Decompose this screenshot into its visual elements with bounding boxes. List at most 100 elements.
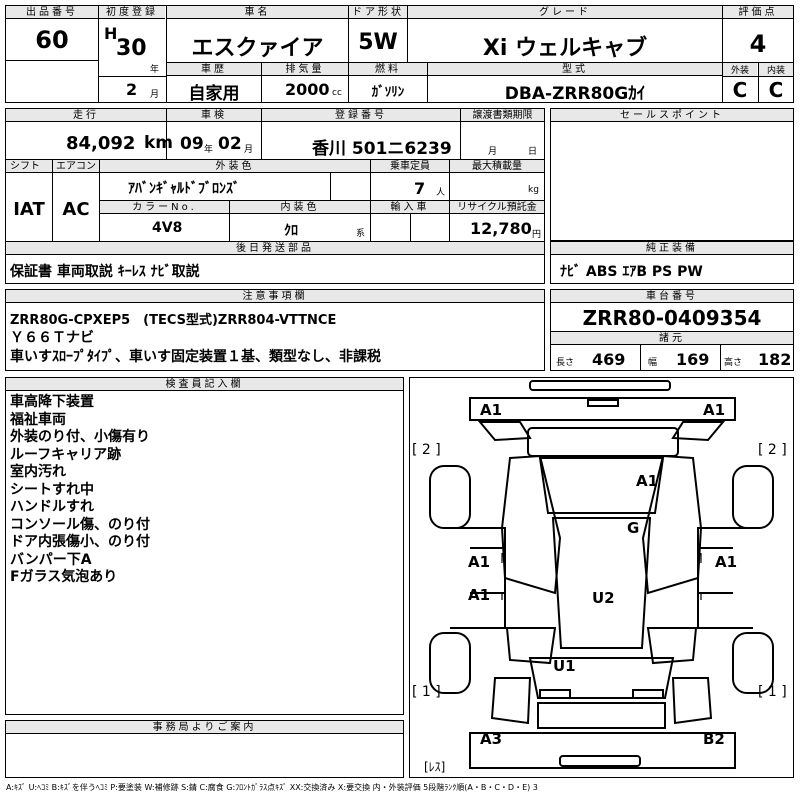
chassis-box xyxy=(550,289,794,371)
color-no-label: カラーNo. xyxy=(100,201,229,214)
mark-a1-hood: A1 xyxy=(636,472,659,490)
max-load-label: 最大積載量 xyxy=(450,160,544,173)
inspector-list: 車高降下装置 福祉車両 外装のり付、小傷有り ルーフキャリア跡 室内汚れ シート… xyxy=(10,394,150,587)
reg-month: 2 xyxy=(126,80,138,99)
genuine-label: 純正装備 xyxy=(551,242,793,255)
score-label: 評価点 xyxy=(723,6,793,19)
mark-bracket-right-1: [ 1 ] xyxy=(758,684,787,700)
capacity-value: 7 xyxy=(414,179,426,198)
mileage-label: 走行 xyxy=(6,109,166,122)
mark-bracket-left-2: [ 2 ] xyxy=(412,442,441,458)
transfer-month-unit: 月 xyxy=(488,147,498,157)
inspector-item: 外装のり付、小傷有り xyxy=(10,429,150,445)
inspector-item: 福祉車両 xyxy=(10,411,66,428)
notes-label: 注意事項欄 xyxy=(6,290,544,303)
mark-a1-left: A1 xyxy=(468,553,491,571)
inspector-item: コンソール傷、のり付 xyxy=(10,516,150,533)
reg-year-unit: 年 xyxy=(150,65,160,75)
capacity-unit: 人 xyxy=(436,188,446,198)
displacement-label: 排気量 xyxy=(262,63,348,76)
mark-u1-rear: U1 xyxy=(553,657,576,675)
mark-a1-top-left: A1 xyxy=(480,401,503,419)
mark-res: [ﾚｽ] xyxy=(424,760,446,774)
plate-value: 香川 501ニ6239 xyxy=(312,139,452,159)
notes-line3: 車いすｽﾛｰﾌﾟﾀｲﾌﾟ、車いす固定装置１基、類型なし、非課税 xyxy=(10,349,381,365)
mark-bracket-left-1: [ 1 ] xyxy=(412,684,441,700)
interior-label: 内装色 xyxy=(230,201,370,214)
fuel-label: 燃料 xyxy=(349,63,427,76)
displacement-unit: cc xyxy=(332,88,342,98)
later-parts-value: 保証書 車両取説 ｷｰﾚｽ ﾅﾋﾞ取説 xyxy=(10,264,200,280)
inspection-month-unit: 月 xyxy=(244,145,254,155)
notes-line1: ZRR80G-CPXEP5 (TECS型式)ZRR804-VTTNCE xyxy=(10,313,337,328)
car-name: エスクァイア xyxy=(191,36,324,61)
specs-label: 諸元 xyxy=(551,331,793,345)
grade-label: グレード xyxy=(408,6,722,19)
mark-a1-top-right: A1 xyxy=(703,401,726,419)
ext-label: 外装 xyxy=(723,63,757,76)
mark-a1-right: A1 xyxy=(715,553,738,571)
color-no-value: 4V8 xyxy=(152,220,183,236)
damage-diagram: A1 A1 [ 2 ] [ 2 ] A1 G A1 A1 A1 U2 U1 [ … xyxy=(409,377,794,778)
displacement-value: 2000 xyxy=(285,80,330,99)
inspector-item: ルーフキャリア跡 xyxy=(10,446,122,463)
office-label: 事務局よりご案内 xyxy=(6,721,403,734)
later-parts-label: 後日発送部品 xyxy=(6,242,544,255)
mark-bracket-right-2: [ 2 ] xyxy=(758,442,787,458)
notes-line2: Ｙ６６Ｔナビ xyxy=(10,330,94,346)
capacity-label: 乗車定員 xyxy=(371,160,449,173)
mark-b2-rear-right: B2 xyxy=(703,730,725,748)
inspection-label: 車検 xyxy=(167,109,261,122)
mileage-value: 84,092 xyxy=(66,133,136,154)
transfer-day-unit: 日 xyxy=(528,147,538,157)
interior-value: ｸﾛ xyxy=(284,223,298,239)
shift-label: シフト xyxy=(6,160,52,173)
reg-month-unit: 月 xyxy=(150,90,160,100)
model-label: 型式 xyxy=(428,63,722,76)
length-label: 長さ xyxy=(556,358,575,368)
name-label: 車名 xyxy=(167,6,348,19)
inspector-label: 検査員記入欄 xyxy=(6,378,403,391)
chassis-value: ZRR80-0409354 xyxy=(582,306,762,330)
reg-era: H xyxy=(104,24,118,43)
recycle-unit: 円 xyxy=(532,230,542,240)
inspector-item: ハンドルすれ xyxy=(10,499,94,515)
recycle-label: リサイクル預託金 xyxy=(450,201,544,214)
import-label: 輸入車 xyxy=(371,201,449,214)
plate-label: 登録番号 xyxy=(262,109,460,122)
int-score: C xyxy=(768,78,784,102)
color-value: ｱﾊﾞﾝｷﾞｬﾙﾄﾞﾌﾞﾛﾝｽﾞ xyxy=(128,181,240,197)
genuine-value: ﾅﾋﾞ ABS ｴｱB PS PW xyxy=(560,264,703,280)
history-value: 自家用 xyxy=(188,84,240,104)
model-value: DBA-ZRR80Gｶｲ xyxy=(504,84,646,104)
score-value: 4 xyxy=(749,30,767,58)
recycle-value: 12,780 xyxy=(470,219,532,238)
legend-text: A:ｷｽﾞ U:ﾍｺﾐ B:ｷｽﾞを伴うﾍｺﾐ P:要塗装 W:補修跡 S:錆 … xyxy=(6,783,538,792)
lot-label: 出品番号 xyxy=(6,6,98,19)
car-outline-diagram xyxy=(429,380,774,769)
lot-number: 60 xyxy=(35,26,69,54)
width-label: 幅 xyxy=(648,358,658,368)
height-value: 182 xyxy=(758,350,792,369)
sales-point-box xyxy=(550,108,794,241)
top-table xyxy=(5,5,794,103)
inspector-box xyxy=(5,377,404,715)
length-value: 469 xyxy=(592,350,626,369)
fuel-value: ｶﾞｿﾘﾝ xyxy=(371,85,405,100)
int-label: 内装 xyxy=(759,63,793,76)
mark-u2-roof: U2 xyxy=(592,589,615,607)
height-label: 高さ xyxy=(724,358,743,368)
transfer-label: 譲渡書類期限 xyxy=(461,109,544,122)
door-label: ドア形状 xyxy=(349,6,407,19)
reg-label: 初度登録 xyxy=(99,6,165,19)
sales-point-label: セールスポイント xyxy=(551,109,793,122)
ac-value: AC xyxy=(62,199,90,220)
grade-value: Xi ウェルキャブ xyxy=(482,36,648,61)
inspection-year-unit: 年 xyxy=(204,145,214,155)
chassis-label: 車台番号 xyxy=(551,290,793,303)
mileage-unit: km xyxy=(144,133,174,153)
genuine-box xyxy=(550,241,794,284)
inspector-item: ドア内張傷小、のり付 xyxy=(10,534,150,550)
shift-value: IAT xyxy=(13,199,45,220)
width-value: 169 xyxy=(676,350,710,369)
